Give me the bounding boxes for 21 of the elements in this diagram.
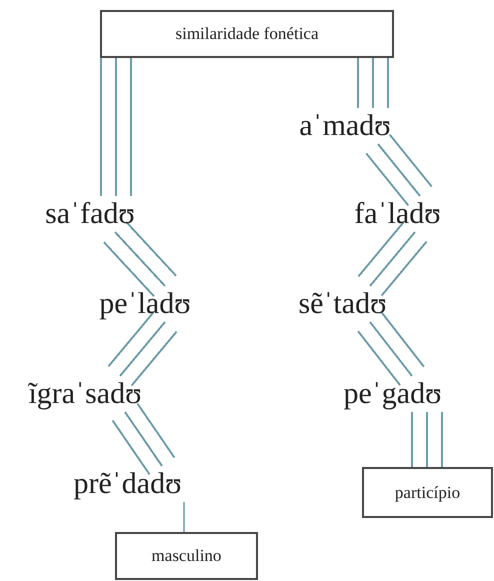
connector-line — [183, 502, 185, 532]
word-label: peˈladʊ — [85, 286, 205, 322]
triple-line-connector — [411, 412, 443, 467]
triple-line-connector — [357, 312, 425, 386]
category-box: masculino — [115, 532, 258, 580]
triple-line-connector — [108, 312, 178, 386]
triple-line-connector — [112, 402, 176, 476]
triple-line-connector — [103, 221, 177, 297]
word-label: ĩgraˈsadʊ — [10, 376, 160, 412]
category-box: similaridade fonética — [100, 10, 394, 58]
word-label: peˈgadʊ — [330, 376, 455, 412]
word-label: saˈfadʊ — [30, 196, 150, 232]
word-label: prẽˈdadʊ — [55, 466, 200, 502]
triple-line-connector — [100, 58, 132, 196]
triple-line-connector — [357, 58, 389, 108]
triple-line-connector — [358, 222, 428, 296]
word-label: aˈmadʊ — [285, 108, 405, 144]
category-box: particípio — [362, 467, 493, 518]
word-label: faˈladʊ — [340, 196, 455, 232]
word-label: sẽˈtadʊ — [285, 286, 400, 322]
triple-line-connector — [366, 134, 432, 206]
